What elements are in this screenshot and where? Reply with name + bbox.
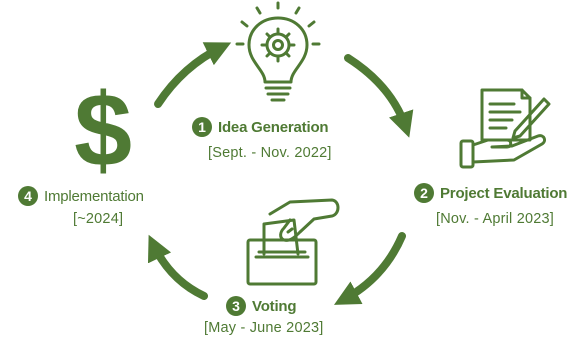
step-number-badge: 1 bbox=[192, 117, 212, 137]
dollar-sign-icon: $ bbox=[74, 73, 132, 189]
arrow-idea-to-evaluation bbox=[344, 54, 414, 138]
step-project-evaluation: 2 Project Evaluation bbox=[414, 183, 567, 203]
ballot-box-icon bbox=[246, 198, 340, 286]
step-title: Project Evaluation bbox=[440, 184, 568, 202]
step-voting: 3 Voting bbox=[226, 296, 297, 316]
step-date: [Nov. - April 2023] bbox=[436, 211, 554, 227]
arrow-evaluation-to-voting bbox=[333, 232, 406, 305]
step-date: [May - June 2023] bbox=[204, 320, 324, 336]
document-hand-pen-icon bbox=[459, 88, 551, 169]
step-date: [Sept. - Nov. 2022] bbox=[208, 145, 332, 161]
lightbulb-gear-icon bbox=[235, 1, 321, 102]
step-implementation: 4 Implementation bbox=[18, 186, 144, 206]
step-title: Implementation bbox=[44, 187, 144, 205]
step-idea-generation: 1 Idea Generation bbox=[192, 117, 329, 137]
step-date: [~2024] bbox=[73, 211, 124, 227]
arrow-voting-to-implementation bbox=[147, 234, 208, 300]
step-number-badge: 2 bbox=[414, 183, 434, 203]
arrow-implementation-to-idea bbox=[154, 42, 232, 108]
step-number-badge: 3 bbox=[226, 296, 246, 316]
step-title: Idea Generation bbox=[218, 118, 329, 136]
step-number-badge: 4 bbox=[18, 186, 38, 206]
step-title: Voting bbox=[252, 297, 297, 315]
